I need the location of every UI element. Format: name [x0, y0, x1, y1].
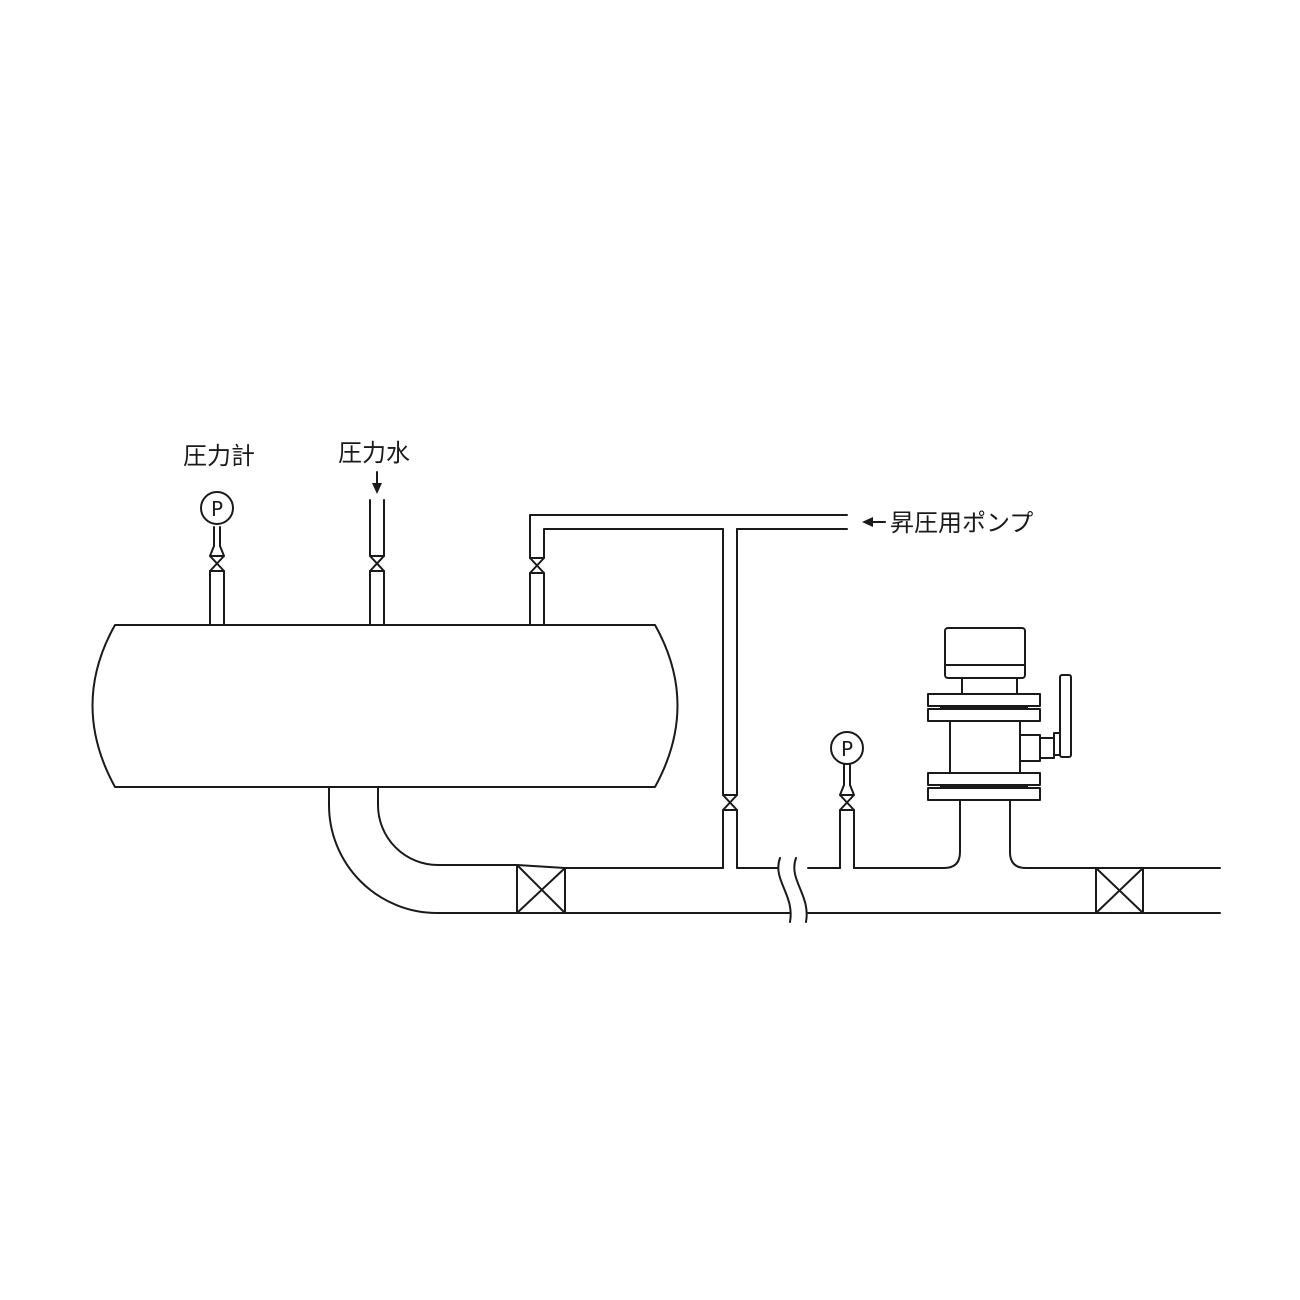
main-valve-left-icon — [516, 864, 566, 914]
pump-valve-icon — [529, 557, 545, 574]
valve-handle-icon — [1019, 674, 1072, 762]
line-gauge-nozzle — [839, 764, 855, 869]
water-valve-icon — [369, 555, 385, 572]
pressure-water-label: 圧力水 — [338, 439, 410, 467]
branch-valve-icon — [722, 794, 738, 811]
branch-line — [722, 528, 738, 869]
booster-pump-label: 昇圧用ポンプ — [890, 509, 1033, 537]
line-gauge-valve-icon — [839, 794, 855, 811]
gauge-valve-icon — [209, 555, 225, 572]
outlet-elbow — [328, 786, 439, 914]
line-pressure-gauge-icon: P — [830, 731, 864, 765]
main-valve-right-icon — [1095, 867, 1144, 914]
main-pipe — [436, 819, 1221, 914]
pressure-water-nozzle — [369, 499, 385, 626]
pressure-tank — [91, 624, 679, 788]
pressure-gauge-label: 圧力計 — [183, 442, 255, 470]
pipe-break-icon — [777, 857, 808, 923]
test-valve-assembly — [927, 627, 1041, 869]
gauge-nozzle — [209, 526, 225, 626]
pressure-gauge-icon: P — [200, 491, 234, 525]
pump-arrow-icon — [862, 517, 886, 527]
pump-nozzle — [529, 514, 848, 626]
line-gauge-letter: P — [841, 737, 853, 761]
gauge-letter: P — [211, 497, 223, 521]
pressure-water-arrow-icon — [372, 471, 382, 494]
